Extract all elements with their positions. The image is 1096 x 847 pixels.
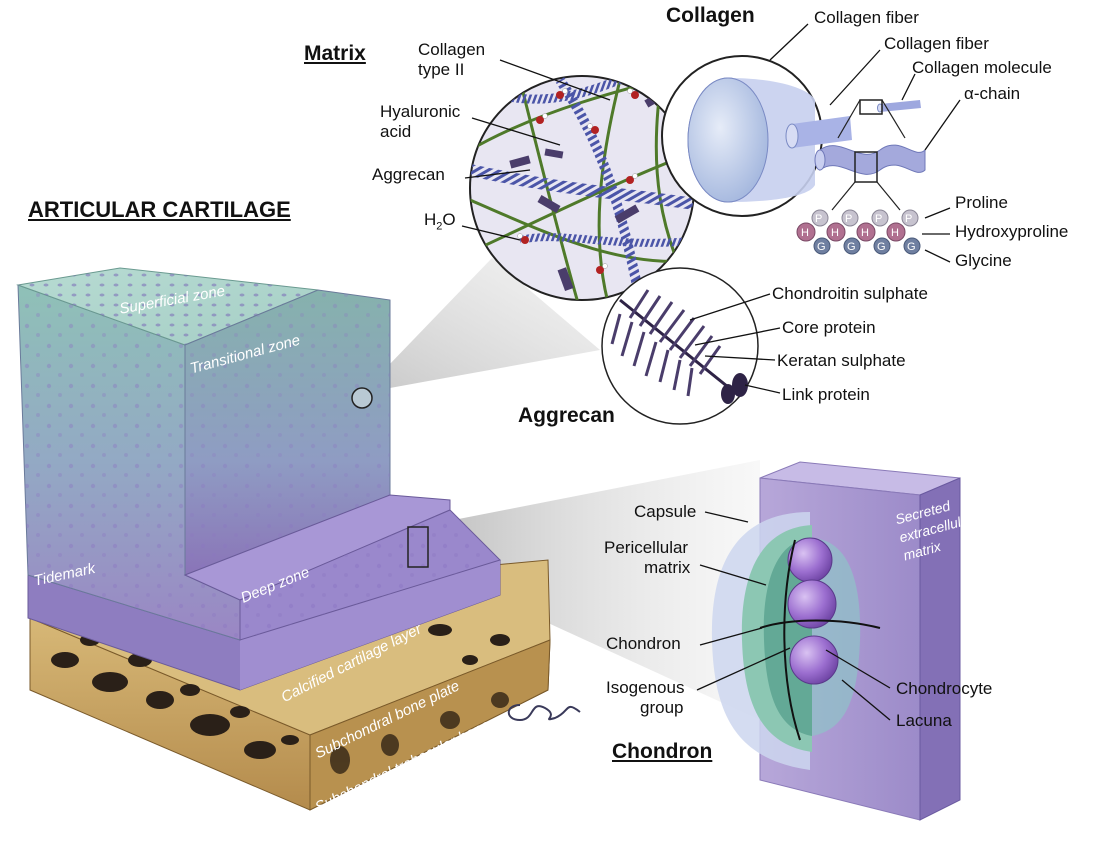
heading-chondron: Chondron xyxy=(612,740,713,763)
label-capsule: Capsule xyxy=(634,502,697,521)
label-lacuna: Lacuna xyxy=(896,711,952,730)
label-core-protein: Core protein xyxy=(782,318,876,337)
bead-p-4: P xyxy=(905,213,913,225)
aggrecan-circle xyxy=(601,267,759,425)
bead-p-2: P xyxy=(845,213,853,225)
chondron-sample-marker xyxy=(407,526,429,568)
label-glycine: Glycine xyxy=(955,251,1012,270)
label-proline: Proline xyxy=(955,193,1008,212)
label-h2o: H2O xyxy=(424,210,456,233)
bead-h-4: H xyxy=(891,227,899,239)
label-chondron: Chondron xyxy=(606,634,681,653)
leader-lines xyxy=(461,23,961,721)
heading-aggrecan: Aggrecan xyxy=(518,404,615,427)
amino-acid-beads xyxy=(796,209,921,255)
label-isogenous-1: Isogenous xyxy=(606,678,685,697)
heading-collagen: Collagen xyxy=(666,4,755,27)
bead-h-2: H xyxy=(831,227,839,239)
label-hyaluronic-2: acid xyxy=(380,122,412,141)
collagen-circle xyxy=(661,55,926,217)
label-pericellular-1: Pericellular xyxy=(604,538,689,557)
label-isogenous-2: group xyxy=(640,698,684,717)
artist-signature xyxy=(507,704,581,722)
label-hyaluronic-1: Hyaluronic xyxy=(380,102,461,121)
label-collagen-fiber-2: Collagen fiber xyxy=(884,34,989,53)
label-alpha-chain: α-chain xyxy=(964,84,1021,103)
label-link-protein: Link protein xyxy=(782,385,870,404)
label-aggrecan-matrix: Aggrecan xyxy=(372,165,445,184)
chondron-zoom-cone xyxy=(428,460,760,720)
bead-p-3: P xyxy=(875,213,883,225)
label-chondroitin-sulphate: Chondroitin sulphate xyxy=(772,284,928,303)
bead-h-3: H xyxy=(861,227,869,239)
label-collagen-fiber-1: Collagen fiber xyxy=(814,8,919,27)
label-pericellular-2: matrix xyxy=(644,558,691,577)
label-collagen-molecule: Collagen molecule xyxy=(912,58,1052,77)
label-keratan-sulphate: Keratan sulphate xyxy=(777,351,906,370)
matrix-sample-marker xyxy=(351,387,373,409)
bead-g-4: G xyxy=(907,241,916,253)
bead-g-3: G xyxy=(877,241,886,253)
heading-articular-cartilage: ARTICULAR CARTILAGE xyxy=(28,197,291,222)
cartilage-block xyxy=(16,267,501,691)
bead-h-1: H xyxy=(801,227,809,239)
label-collagen-type-ii-1: Collagen xyxy=(418,40,486,59)
bead-p-1: P xyxy=(815,213,823,225)
label-collagen-type-ii-2: type II xyxy=(418,60,465,79)
label-hydroxyproline: Hydroxyproline xyxy=(955,222,1069,241)
bead-g-2: G xyxy=(847,241,856,253)
bead-g-1: G xyxy=(817,241,826,253)
label-chondrocyte: Chondrocyte xyxy=(896,679,993,698)
heading-matrix: Matrix xyxy=(304,42,366,65)
matrix-zoom-cone xyxy=(362,258,600,393)
